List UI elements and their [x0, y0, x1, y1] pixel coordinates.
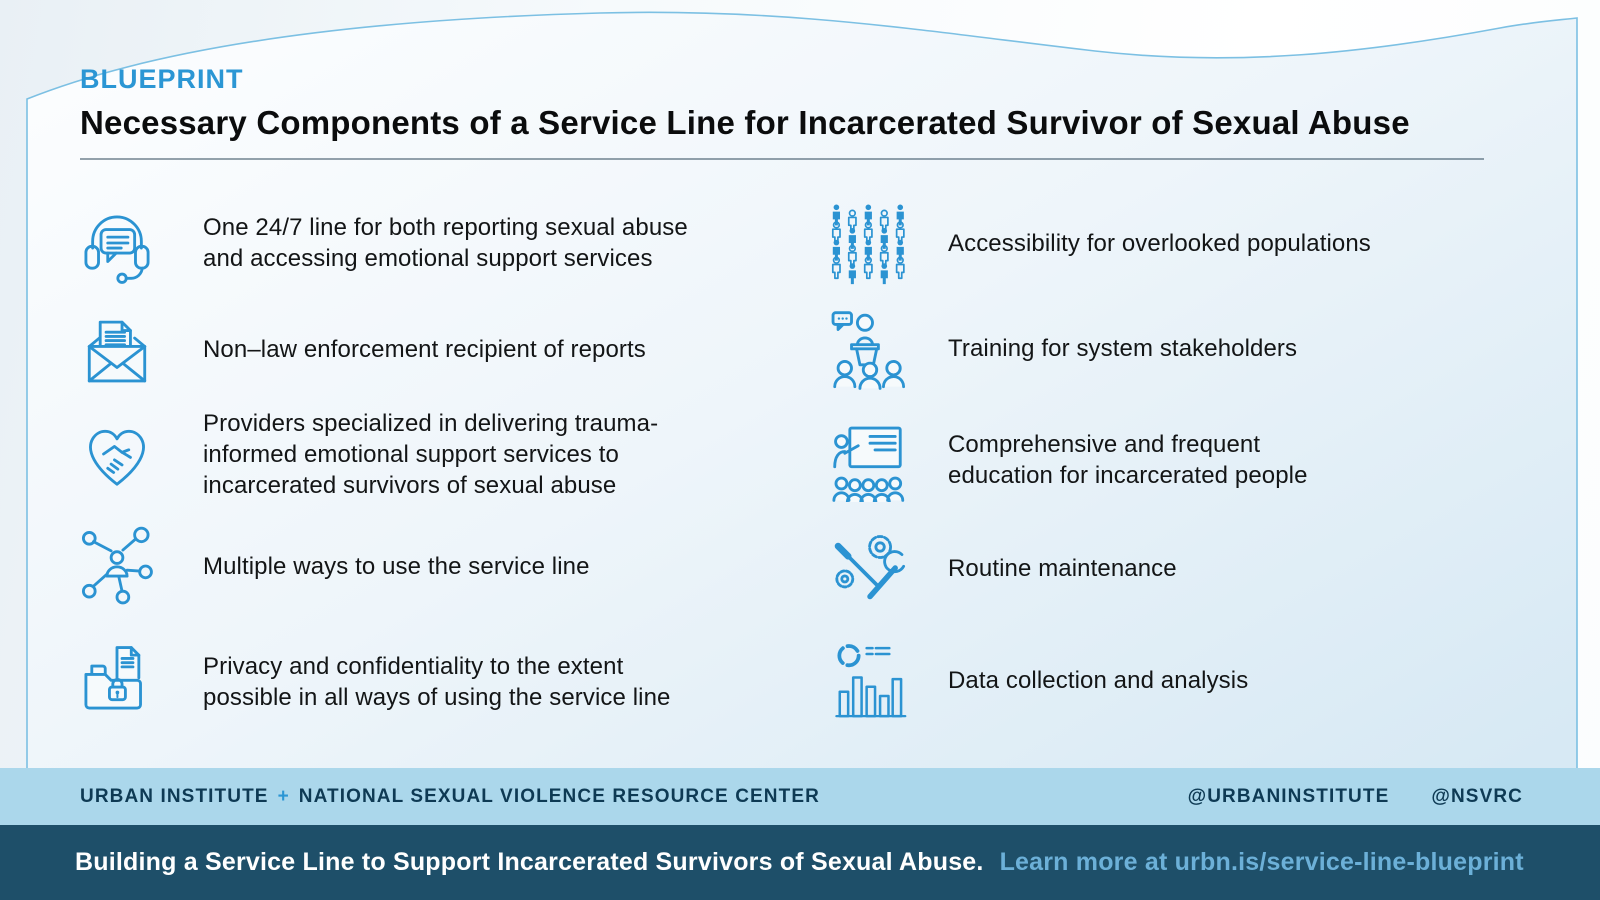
bottom-title-bar: Building a Service Line to Support Incar… [0, 825, 1600, 900]
page-title: Necessary Components of a Service Line f… [80, 104, 1410, 141]
title-divider [80, 158, 1484, 160]
folder-lock-icon [75, 640, 159, 724]
envelope-report-icon [75, 307, 159, 391]
heart-handshake-icon [75, 412, 159, 496]
list-item: Providers specialized in delivering trau… [75, 398, 775, 510]
presentation-board-icon [828, 418, 912, 502]
social-handles: @URBANINSTITUTE @NSVRC [1188, 786, 1523, 808]
handle-urbaninstitute: @URBANINSTITUTE [1187, 785, 1390, 807]
population-crowd-icon [828, 201, 912, 285]
item-label: Providers specialized in delivering trau… [203, 409, 659, 499]
list-item: One 24/7 line for both reporting sexual … [75, 197, 775, 289]
network-people-icon [75, 524, 159, 608]
list-item: Routine maintenance [828, 518, 1528, 618]
kicker: BLUEPRINT [80, 64, 244, 94]
item-label: Comprehensive and frequent education for… [948, 431, 1308, 489]
headset-chat-icon [75, 201, 159, 285]
list-item: Privacy and confidentiality to the exten… [75, 632, 775, 732]
list-item: Accessibility for overlooked populations [828, 197, 1528, 289]
footer-org-bar: URBAN INSTITUTE + NATIONAL SEXUAL VIOLEN… [0, 768, 1600, 825]
data-charts-icon [828, 638, 912, 722]
org-urban-institute: URBAN INSTITUTE [80, 785, 269, 807]
report-title: Building a Service Line to Support Incar… [75, 848, 984, 876]
trainer-podium-icon [828, 306, 912, 390]
item-label: Accessibility for overlooked populations [948, 229, 1371, 257]
list-item: Non–law enforcement recipient of reports [75, 304, 775, 394]
item-label: Privacy and confidentiality to the exten… [203, 653, 671, 711]
item-label: Routine maintenance [948, 554, 1177, 582]
tools-maintenance-icon [828, 526, 912, 610]
item-label: One 24/7 line for both reporting sexual … [203, 214, 688, 272]
handle-nsvrc: @NSVRC [1431, 785, 1523, 807]
item-label: Multiple ways to use the service line [203, 552, 590, 580]
item-label: Non–law enforcement recipient of reports [203, 335, 646, 363]
learn-more-link[interactable]: Learn more at urbn.is/service-line-bluep… [999, 848, 1524, 876]
org-names: URBAN INSTITUTE + NATIONAL SEXUAL VIOLEN… [80, 786, 820, 808]
item-label: Data collection and analysis [948, 666, 1249, 694]
list-item: Training for system stakeholders [828, 300, 1528, 396]
org-nsvrc: NATIONAL SEXUAL VIOLENCE RESOURCE CENTER [298, 785, 820, 807]
list-item: Data collection and analysis [828, 630, 1528, 730]
list-item: Multiple ways to use the service line [75, 518, 775, 614]
item-label: Training for system stakeholders [948, 334, 1298, 362]
plus-separator: + [277, 785, 290, 807]
list-item: Comprehensive and frequent education for… [828, 410, 1528, 510]
